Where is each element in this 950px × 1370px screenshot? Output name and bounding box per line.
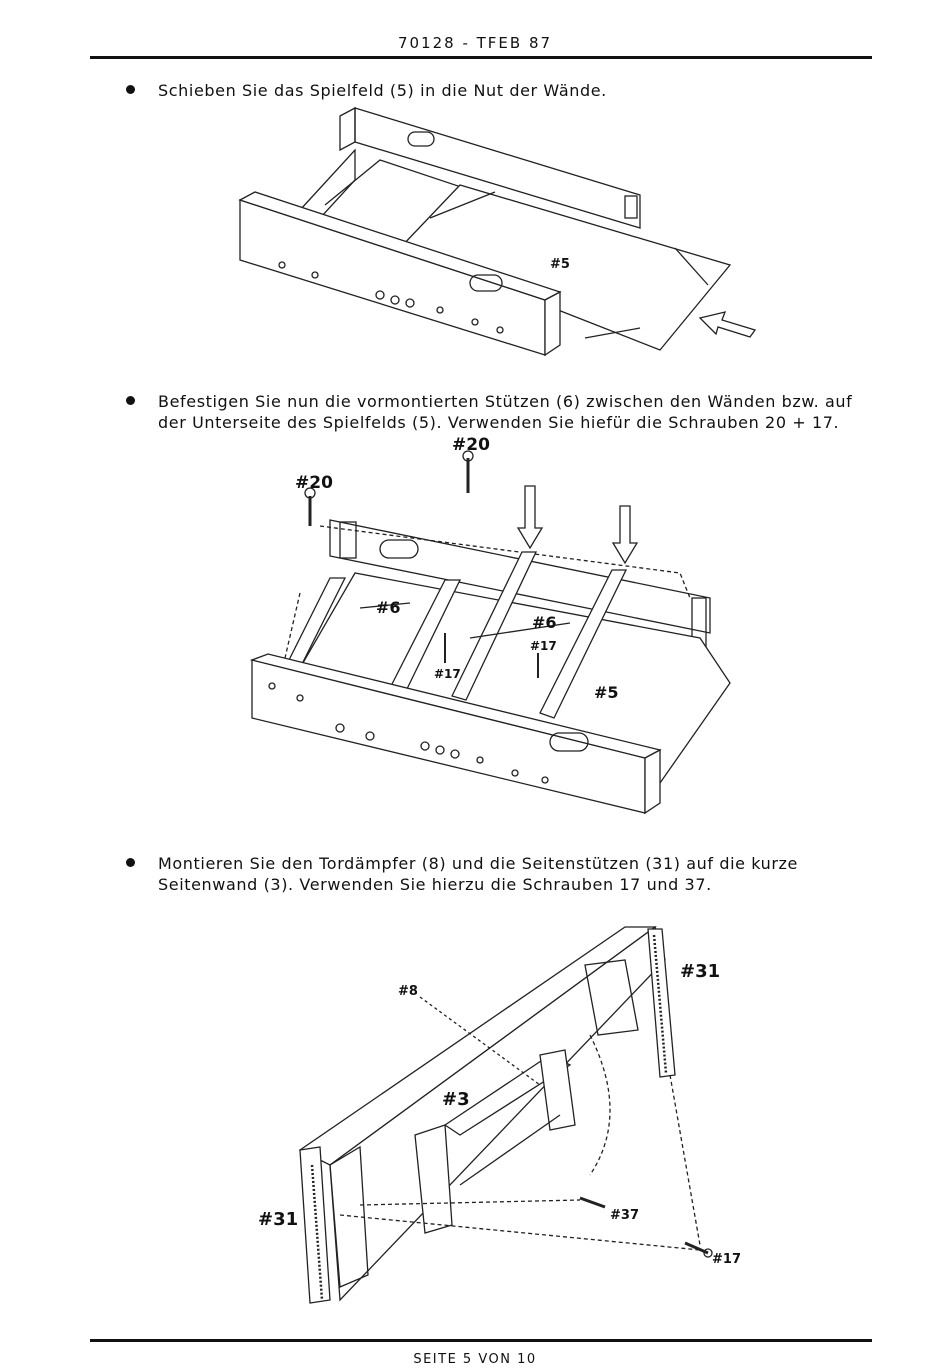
- bullet: [126, 396, 135, 405]
- label-support-left: #6: [376, 598, 401, 617]
- label-side-wall: #3: [442, 1089, 470, 1110]
- footer-rule: [90, 1339, 872, 1342]
- figure-insert-playfield: #5: [238, 106, 757, 357]
- label-side-support-right: #31: [680, 961, 720, 982]
- page-number: SEITE 5 VON 10: [413, 1352, 537, 1367]
- step-2-text: Befestigen Sie nun die vormontierten Stü…: [158, 392, 853, 432]
- label-screw-20-top: #20: [452, 435, 490, 455]
- bullet: [126, 858, 135, 867]
- label-screw-20-left: #20: [295, 473, 333, 493]
- label-goal-damper: #8: [398, 984, 418, 999]
- label-playfield: #5: [594, 683, 619, 702]
- figure-mount-goal-damper: #31 #31 #8 #3 #37 #17: [258, 925, 741, 1304]
- bullet: [126, 85, 135, 94]
- step-1-text: Schieben Sie das Spielfeld (5) in die Nu…: [158, 81, 607, 100]
- header-rule: [90, 56, 872, 59]
- label-screw-17-right: #17: [530, 639, 557, 653]
- label-screw-17-left: #17: [434, 667, 461, 681]
- label-screw-17: #17: [712, 1252, 741, 1267]
- label-screw-37: #37: [610, 1208, 639, 1223]
- label-support-right: #6: [532, 613, 557, 632]
- document-code: 70128 - TFEB 87: [397, 34, 553, 52]
- label-playfield: #5: [550, 257, 570, 272]
- figure-mount-supports: #20 #20 #6 #6 #17 #17 #5: [249, 435, 731, 815]
- label-side-support-left: #31: [258, 1209, 298, 1230]
- step-3-text: Montieren Sie den Tordämpfer (8) und die…: [158, 854, 798, 894]
